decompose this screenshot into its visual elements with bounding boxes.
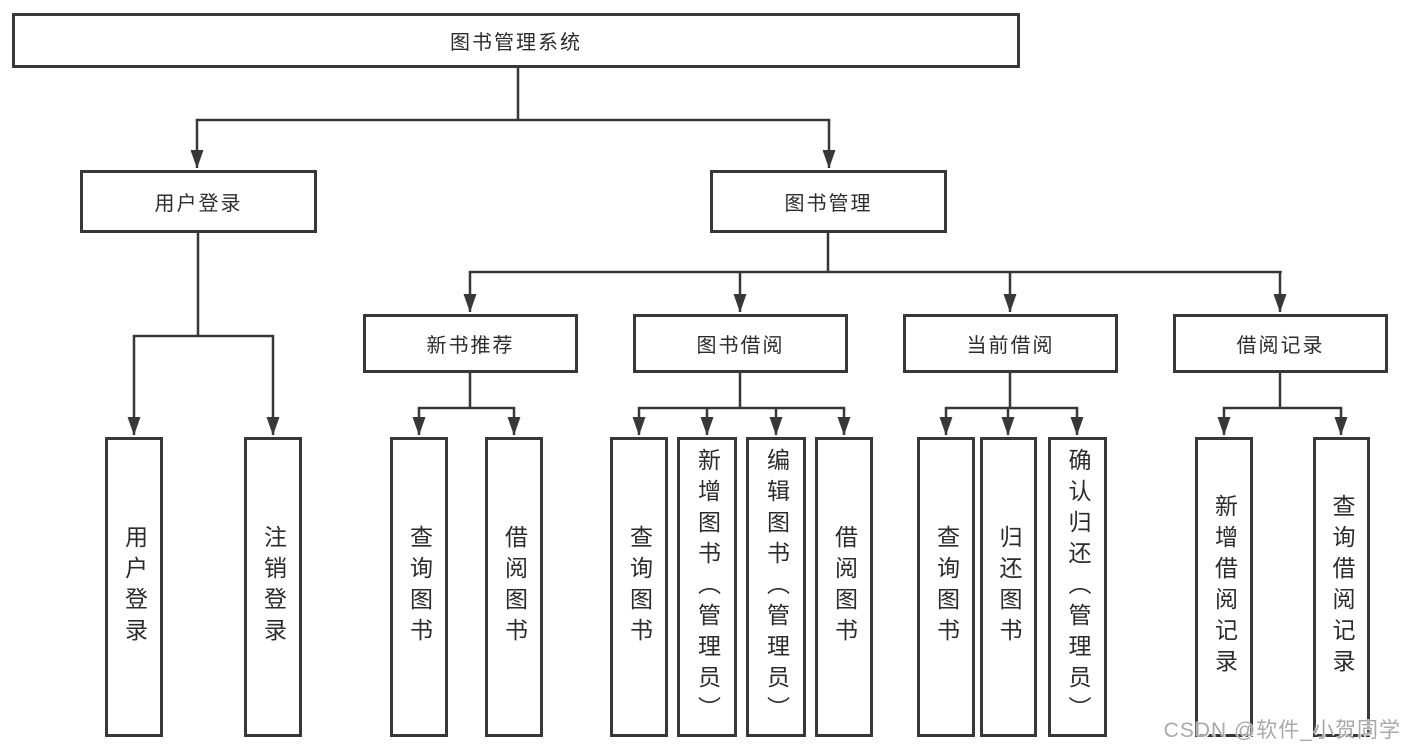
leaf-query-books-current: 查询图书 (917, 437, 975, 737)
leaf-return-book-label: 归还图书 (996, 525, 1022, 649)
leaf-edit-book-admin: 编辑图书（管理员） (746, 437, 806, 737)
node-new-book-recommend-label: 新书推荐 (426, 335, 515, 357)
node-book-management: 图书管理 (710, 170, 947, 233)
leaf-edit-book-admin-label: 编辑图书（管理员） (763, 447, 790, 727)
leaf-query-borrow-record: 查询借阅记录 (1313, 437, 1370, 737)
leaf-confirm-return-admin: 确认归还（管理员） (1048, 437, 1107, 737)
leaf-borrow-book-label: 借阅图书 (831, 525, 858, 649)
leaf-add-borrow-record-label: 新增借阅记录 (1211, 494, 1238, 680)
leaf-query-books-recommend-label: 查询图书 (406, 525, 433, 649)
leaf-add-book-admin: 新增图书（管理员） (677, 437, 737, 737)
node-book-borrowing-label: 图书借阅 (696, 335, 785, 357)
node-book-management-label: 图书管理 (784, 193, 873, 215)
watermark: CSDN @软件_小贺同学 (1163, 719, 1401, 742)
leaf-borrow-books-recommend-label: 借阅图书 (501, 525, 528, 649)
leaf-query-books-borrowing: 查询图书 (610, 437, 668, 737)
leaf-query-books-borrowing-label: 查询图书 (626, 525, 653, 649)
node-library-system: 图书管理系统 (12, 13, 1020, 68)
node-borrowing-records: 借阅记录 (1173, 314, 1388, 373)
leaf-confirm-return-admin-label: 确认归还（管理员） (1065, 447, 1091, 727)
leaf-borrow-books-recommend: 借阅图书 (485, 437, 543, 737)
node-new-book-recommend: 新书推荐 (363, 314, 578, 373)
leaf-user-login-label: 用户登录 (121, 525, 148, 649)
leaf-return-book: 归还图书 (980, 437, 1037, 737)
node-user-login: 用户登录 (80, 170, 317, 233)
tree-branch-paths (132, 68, 1343, 410)
leaf-query-borrow-record-label: 查询借阅记录 (1329, 494, 1355, 680)
leaf-add-borrow-record: 新增借阅记录 (1195, 437, 1253, 737)
leaf-user-login: 用户登录 (105, 437, 163, 737)
leaf-query-books-current-label: 查询图书 (933, 525, 960, 649)
node-borrowing-records-label: 借阅记录 (1236, 335, 1325, 357)
node-book-borrowing: 图书借阅 (633, 314, 848, 373)
leaf-borrow-book: 借阅图书 (815, 437, 873, 737)
node-current-borrowing-label: 当前借阅 (966, 335, 1055, 357)
leaf-query-books-recommend: 查询图书 (390, 437, 448, 737)
node-library-system-label: 图书管理系统 (450, 32, 582, 54)
node-user-login-label: 用户登录 (154, 193, 243, 215)
leaf-logout: 注销登录 (244, 437, 302, 737)
leaf-add-book-admin-label: 新增图书（管理员） (694, 447, 721, 727)
leaf-logout-label: 注销登录 (260, 525, 287, 649)
node-current-borrowing: 当前借阅 (903, 314, 1118, 373)
